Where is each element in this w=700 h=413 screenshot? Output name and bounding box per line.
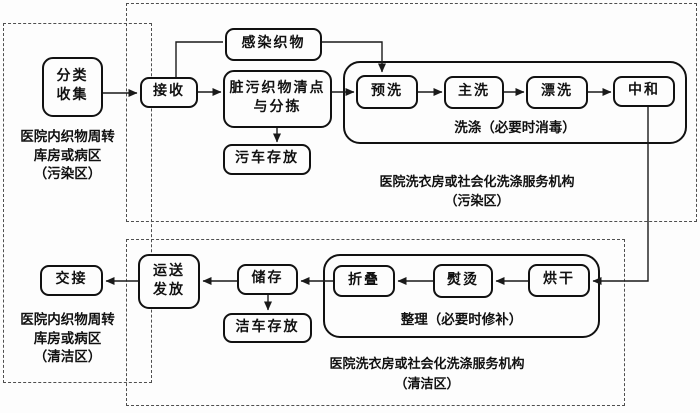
node-classify-collect: 分类 收集 <box>42 57 103 117</box>
node-infected-textiles: 感染织物 <box>225 28 322 61</box>
node-dirty-cart-storage: 污车存放 <box>223 144 311 175</box>
finishing-group-container <box>323 254 600 338</box>
node-count-and-sort: 脏污织物清点 与分拣 <box>223 70 332 128</box>
zone-laundry-clean-area <box>126 239 625 406</box>
node-main-wash: 主洗 <box>444 76 504 109</box>
zone-label-laundry-clean: 医院洗衣房或社会化洗涤服务机构 （清洁区） <box>329 356 525 391</box>
zone-label-hospital-clean: 医院内织物周转 库房或病区 （清洁区） <box>20 312 115 364</box>
node-neutralize: 中和 <box>613 76 675 107</box>
zone-label-hospital-dirty: 医院内织物周转 库房或病区 （污染区） <box>20 129 115 181</box>
node-clean-cart-storage: 洁车存放 <box>223 313 312 343</box>
node-prewash: 预洗 <box>356 75 418 109</box>
zone-laundry-contaminated-area <box>126 3 697 222</box>
washing-group-container <box>343 61 687 144</box>
node-rinse: 漂洗 <box>526 76 588 109</box>
node-fold: 折叠 <box>333 265 395 297</box>
node-receive: 接收 <box>140 77 198 108</box>
node-transport-distribute: 运送 发放 <box>138 254 200 309</box>
washing-group-label: 洗涤（必要时消毒） <box>454 120 576 135</box>
finishing-group-label: 整理（必要时修补） <box>400 312 523 327</box>
node-handover: 交接 <box>40 265 103 296</box>
zone-hospital-turnover-area <box>3 23 152 383</box>
node-storage: 储存 <box>237 264 298 295</box>
zone-label-laundry-dirty: 医院洗衣房或社会化洗涤服务机构 （污染区） <box>379 174 575 208</box>
node-dry: 烘干 <box>528 264 590 297</box>
node-iron: 熨烫 <box>433 264 493 298</box>
